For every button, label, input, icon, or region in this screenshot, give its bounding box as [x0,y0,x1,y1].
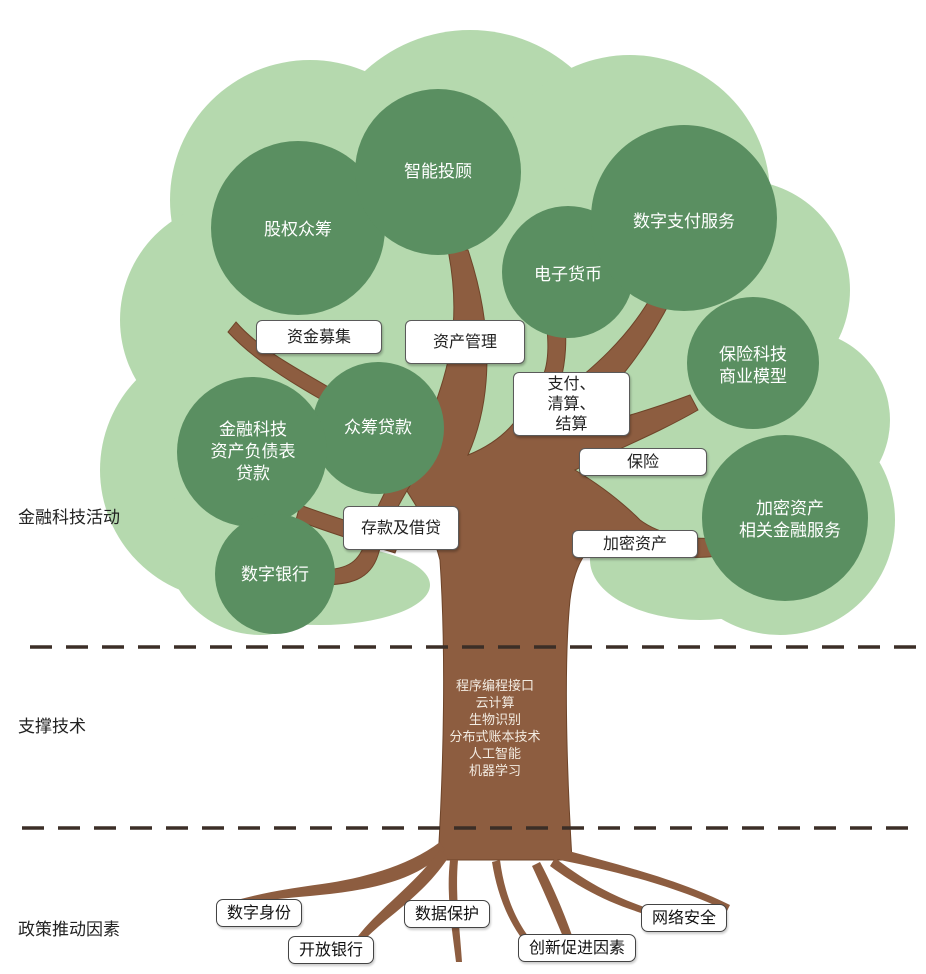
branch-payment-line2: 清算、 [547,394,596,413]
circle-balance-sheet-lending [177,377,327,527]
label-balance-sheet-line1: 金融科技 [219,420,287,440]
technology-machine-learning: 机器学习 [468,764,521,779]
policy-innovation-factors: 创新促进因素 [518,934,637,962]
circle-crowd-lending [312,362,444,494]
circle-digital-payment [591,125,777,311]
technology-biometrics: 生物识别 [468,713,521,728]
circle-digital-bank [215,514,335,634]
layer-label-policy: 政策推动因素 [18,920,120,940]
label-balance-sheet-line2: 资产负债表 [210,442,296,462]
label-crypto-services: 加密资产 相关金融服务 [739,498,841,542]
circle-insurtech [687,297,819,429]
policy-open-banking: 开放银行 [288,936,375,964]
label-insurtech-line1: 保险科技 [719,345,787,365]
branch-capital-raising: 资金募集 [256,320,382,354]
label-equity-crowdfunding: 股权众筹 [264,220,332,240]
layer-label-activities: 金融科技活动 [18,508,120,528]
circle-crypto-services [702,435,868,601]
branch-asset-management: 资产管理 [405,320,525,364]
branch-crypto-assets: 加密资产 [572,530,698,558]
label-balance-sheet-line3: 贷款 [236,464,270,484]
label-balance-sheet-lending: 金融科技 资产负债表 贷款 [211,419,296,485]
policy-data-protection: 数据保护 [404,900,491,928]
activity-circles [177,89,868,634]
label-crypto-services-line2: 相关金融服务 [739,521,841,541]
branch-deposits-lending: 存款及借贷 [343,506,459,550]
label-digital-payment: 数字支付服务 [633,212,735,232]
branch-payment-line1: 支付、 [547,374,596,393]
label-crypto-services-line1: 加密资产 [756,499,824,519]
technology-list: 程序编程接口 云计算 生物识别 分布式账本技术 人工智能 机器学习 [420,678,570,780]
tree-roots [235,842,730,962]
branch-payment-clearing-settlement: 支付、 清算、 结算 [513,372,630,436]
technology-api: 程序编程接口 [455,679,534,694]
policy-cybersecurity: 网络安全 [641,904,728,932]
technology-ai: 人工智能 [468,747,521,762]
technology-cloud-computing: 云计算 [475,696,515,711]
label-robo-advisor: 智能投顾 [404,162,472,182]
label-insurtech: 保险科技 商业模型 [719,344,787,388]
circle-equity-crowdfunding [211,141,385,315]
policy-digital-identity: 数字身份 [216,899,303,927]
branch-insurance: 保险 [579,448,707,476]
circle-robo-advisor [355,89,521,255]
layer-label-support: 支撑技术 [18,717,86,737]
label-e-money: 电子货币 [534,265,602,285]
label-crowd-lending: 众筹贷款 [344,418,412,438]
technology-distributed-ledger: 分布式账本技术 [449,730,541,745]
label-digital-bank: 数字银行 [241,565,309,585]
label-insurtech-line2: 商业模型 [719,367,787,387]
branch-payment-line3: 结算 [555,414,588,433]
